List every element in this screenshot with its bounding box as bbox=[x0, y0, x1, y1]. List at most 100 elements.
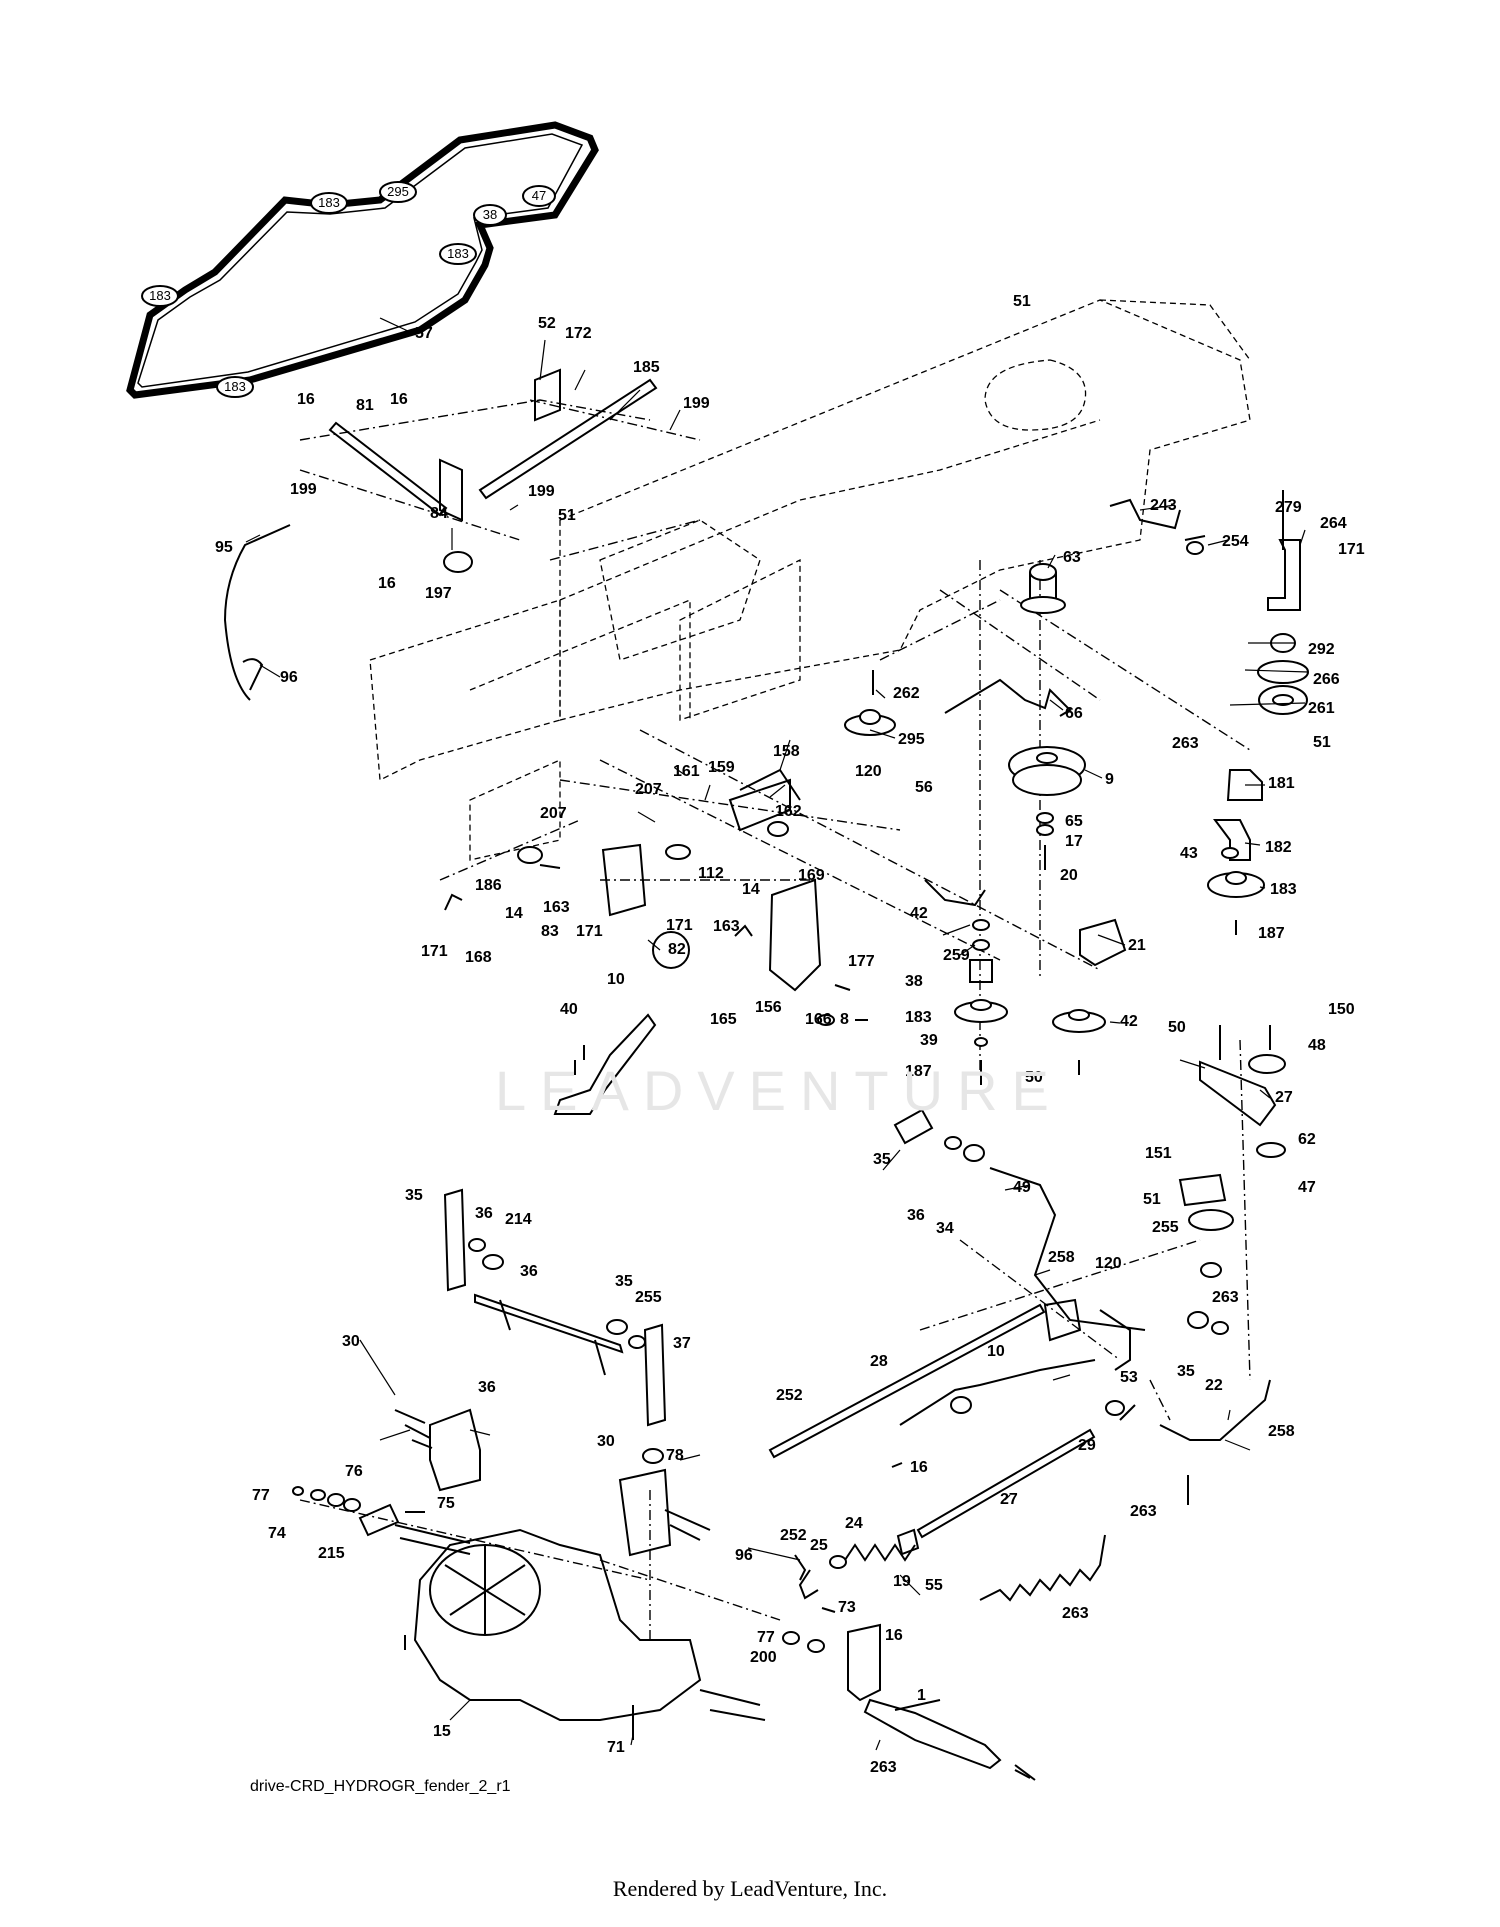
callout-label: 51 bbox=[1143, 1191, 1161, 1208]
callout-label: 36 bbox=[520, 1263, 538, 1280]
callout-label: 63 bbox=[1063, 549, 1081, 566]
callout-label: 262 bbox=[893, 685, 920, 702]
credit-footer: Rendered by LeadVenture, Inc. bbox=[612, 1876, 888, 1901]
callout-label: 27 bbox=[1000, 1491, 1018, 1508]
callout-label: 279 bbox=[1275, 499, 1302, 516]
callout-label: 48 bbox=[1308, 1037, 1326, 1054]
callout-label: 75 bbox=[437, 1495, 455, 1512]
callout-label: 177 bbox=[848, 953, 875, 970]
callout-label: 150 bbox=[1328, 1001, 1355, 1018]
callout-label: 83 bbox=[541, 923, 559, 940]
watermark: LEADVENTURE bbox=[495, 1059, 1063, 1122]
callout-label: 207 bbox=[635, 781, 662, 798]
diagram-id: drive-CRD_HYDROGR_fender_2_r1 bbox=[250, 1778, 511, 1795]
callout-label: 171 bbox=[576, 923, 603, 940]
belt-label: 183 bbox=[149, 288, 171, 303]
callout-label: 81 bbox=[356, 397, 374, 414]
callout-label: 76 bbox=[345, 1463, 363, 1480]
belt-pulley-38: 38 bbox=[473, 204, 507, 226]
callout-label: 255 bbox=[635, 1289, 662, 1306]
callout-label: 162 bbox=[775, 803, 802, 820]
callout-label: 258 bbox=[1048, 1249, 1075, 1266]
callout-label: 56 bbox=[915, 779, 933, 796]
callout-label: 163 bbox=[713, 918, 740, 935]
callout-label: 185 bbox=[633, 359, 660, 376]
callout-label: 187 bbox=[905, 1063, 932, 1080]
callout-label: 252 bbox=[776, 1387, 803, 1404]
callout-label: 30 bbox=[597, 1433, 615, 1450]
parts bbox=[223, 368, 1309, 1781]
callout-label: 37 bbox=[673, 1335, 691, 1352]
callout-label: 214 bbox=[505, 1211, 532, 1228]
callout-label: 82 bbox=[668, 941, 686, 958]
callout-label: 187 bbox=[1258, 925, 1285, 942]
callout-label: 292 bbox=[1308, 641, 1335, 658]
callout-label: 74 bbox=[268, 1525, 286, 1542]
callout-label: 84 bbox=[430, 505, 448, 522]
callout-label: 16 bbox=[378, 575, 396, 592]
callout-label: 295 bbox=[898, 731, 925, 748]
callout-label: 10 bbox=[607, 971, 625, 988]
callout-label: 263 bbox=[1212, 1289, 1239, 1306]
callout-label: 27 bbox=[1275, 1089, 1293, 1106]
callout-label: 21 bbox=[1128, 937, 1146, 954]
callout-label: 163 bbox=[543, 899, 570, 916]
callout-label: 14 bbox=[742, 881, 760, 898]
callout-label: 165 bbox=[710, 1011, 737, 1028]
callout-label: 263 bbox=[1062, 1605, 1089, 1622]
callout-label: 264 bbox=[1320, 515, 1347, 532]
callout-label: 215 bbox=[318, 1545, 345, 1562]
callout-label: 254 bbox=[1222, 533, 1249, 550]
callout-label: 52 bbox=[538, 315, 556, 332]
callout-label: 10 bbox=[987, 1343, 1005, 1360]
callout-label: 158 bbox=[773, 743, 800, 760]
callout-label: 166 bbox=[805, 1011, 832, 1028]
callout-label: 50 bbox=[1168, 1019, 1186, 1036]
callout-label: 171 bbox=[1338, 541, 1365, 558]
callout-label: 207 bbox=[540, 805, 567, 822]
callout-label: 35 bbox=[873, 1151, 891, 1168]
callout-label: 96 bbox=[735, 1547, 753, 1564]
callout-label: 156 bbox=[755, 999, 782, 1016]
callout-label: 51 bbox=[558, 507, 576, 524]
belt-pulley-183: 183 bbox=[310, 192, 348, 214]
callout-label: 25 bbox=[810, 1537, 828, 1554]
callout-label: 78 bbox=[666, 1447, 684, 1464]
callout-label: 22 bbox=[1205, 1377, 1223, 1394]
callout-label: 181 bbox=[1268, 775, 1295, 792]
callout-label: 261 bbox=[1308, 700, 1335, 717]
belt-label: 47 bbox=[532, 188, 546, 203]
callout-label: 38 bbox=[905, 973, 923, 990]
belt-pulley-295: 295 bbox=[379, 181, 417, 203]
callout-label: 120 bbox=[855, 763, 882, 780]
callout-label: 77 bbox=[252, 1487, 270, 1504]
callout-label: 186 bbox=[475, 877, 502, 894]
callout-label: 243 bbox=[1150, 497, 1177, 514]
callout-label: 30 bbox=[342, 1333, 360, 1350]
belt-pulley-183: 183 bbox=[216, 376, 254, 398]
drive-belt bbox=[126, 121, 599, 399]
callout-label: 42 bbox=[910, 905, 928, 922]
callout-label: 95 bbox=[215, 539, 233, 556]
callout-label: 252 bbox=[780, 1527, 807, 1544]
callout-label: 263 bbox=[1172, 735, 1199, 752]
callout-label: 183 bbox=[1270, 881, 1297, 898]
callout-label: 172 bbox=[565, 325, 592, 342]
callout-label: 161 bbox=[673, 763, 700, 780]
callout-label: 258 bbox=[1268, 1423, 1295, 1440]
callout-label: 169 bbox=[798, 867, 825, 884]
callout-label: 1 bbox=[917, 1687, 926, 1704]
callout-label: 171 bbox=[666, 917, 693, 934]
callout-label: 39 bbox=[920, 1032, 938, 1049]
callout-label: 16 bbox=[910, 1459, 928, 1476]
leader-lines bbox=[245, 317, 1309, 1751]
callout-label: 20 bbox=[1060, 867, 1078, 884]
callout-label: 255 bbox=[1152, 1219, 1179, 1236]
belt-pulley-labels: 295 47 38 183 183 183 183 bbox=[141, 181, 556, 398]
callout-label: 263 bbox=[1130, 1503, 1157, 1520]
belt-pulley-183: 183 bbox=[141, 285, 179, 307]
callout-label: 200 bbox=[750, 1649, 777, 1666]
callout-label: 8 bbox=[840, 1011, 849, 1028]
belt-label: 183 bbox=[224, 379, 246, 394]
